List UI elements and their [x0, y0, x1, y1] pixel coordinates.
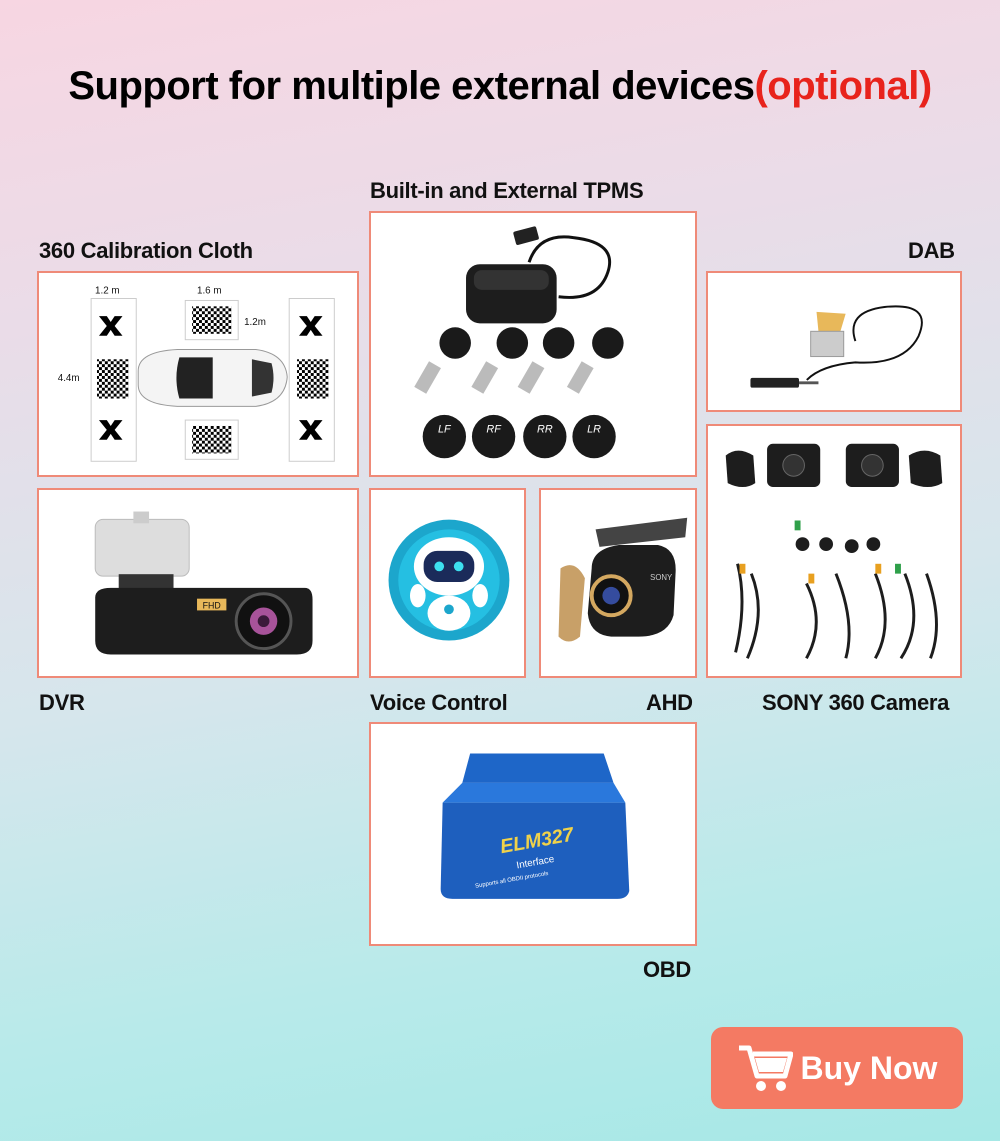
sensor-lr: LR	[587, 424, 601, 436]
sony360-image	[725, 443, 943, 660]
tpms-label: Built-in and External TPMS	[370, 178, 644, 203]
sensor-rr: RR	[537, 424, 553, 436]
sensor-lf: LF	[438, 424, 452, 436]
obd-label: OBD	[643, 957, 691, 982]
tpms-card[interactable]: LF RF RR LR	[369, 211, 697, 477]
voice-label: Voice Control	[370, 690, 508, 715]
voice-card[interactable]	[369, 488, 526, 678]
calibration-label: 360 Calibration Cloth	[39, 238, 253, 263]
dab-image	[750, 305, 923, 388]
ahd-label: AHD	[646, 690, 693, 715]
tpms-image: LF RF RR LR	[414, 226, 624, 459]
dim-w1: 1.2 m	[95, 286, 120, 297]
sony360-card[interactable]	[706, 424, 962, 678]
page-title: Support for multiple external devices(op…	[0, 64, 1000, 109]
calibration-card[interactable]: 1.2 m 1.6 m 1.2m 4.4m	[37, 271, 359, 477]
dab-label: DAB	[908, 238, 955, 263]
obd-image: ELM327 Interface Supports all OBDII prot…	[440, 753, 630, 899]
title-optional: (optional)	[754, 64, 932, 108]
voice-image	[388, 519, 510, 641]
fhd-badge: FHD	[203, 600, 221, 610]
ahd-image: SONY	[558, 517, 688, 642]
sony-brand: SONY	[650, 573, 673, 582]
calibration-image: 1.2 m 1.6 m 1.2m 4.4m	[58, 286, 335, 462]
dvr-label: DVR	[39, 690, 85, 715]
dvr-card[interactable]: FHD	[37, 488, 359, 678]
sensor-rf: RF	[486, 424, 502, 436]
ahd-card[interactable]: SONY	[539, 488, 697, 678]
dvr-image: FHD	[94, 511, 313, 655]
dim-w2: 1.6 m	[197, 286, 222, 297]
buy-now-button[interactable]: Buy Now	[711, 1027, 963, 1109]
title-text: Support for multiple external devices	[68, 64, 755, 108]
buy-now-label: Buy Now	[800, 1049, 938, 1086]
obd-card[interactable]: ELM327 Interface Supports all OBDII prot…	[369, 722, 697, 946]
sony360-label: SONY 360 Camera	[762, 690, 950, 715]
dim-len: 4.4m	[58, 373, 80, 384]
dab-card[interactable]	[706, 271, 962, 412]
dim-h: 1.2m	[244, 317, 266, 328]
shopping-cart-icon	[738, 1045, 793, 1091]
